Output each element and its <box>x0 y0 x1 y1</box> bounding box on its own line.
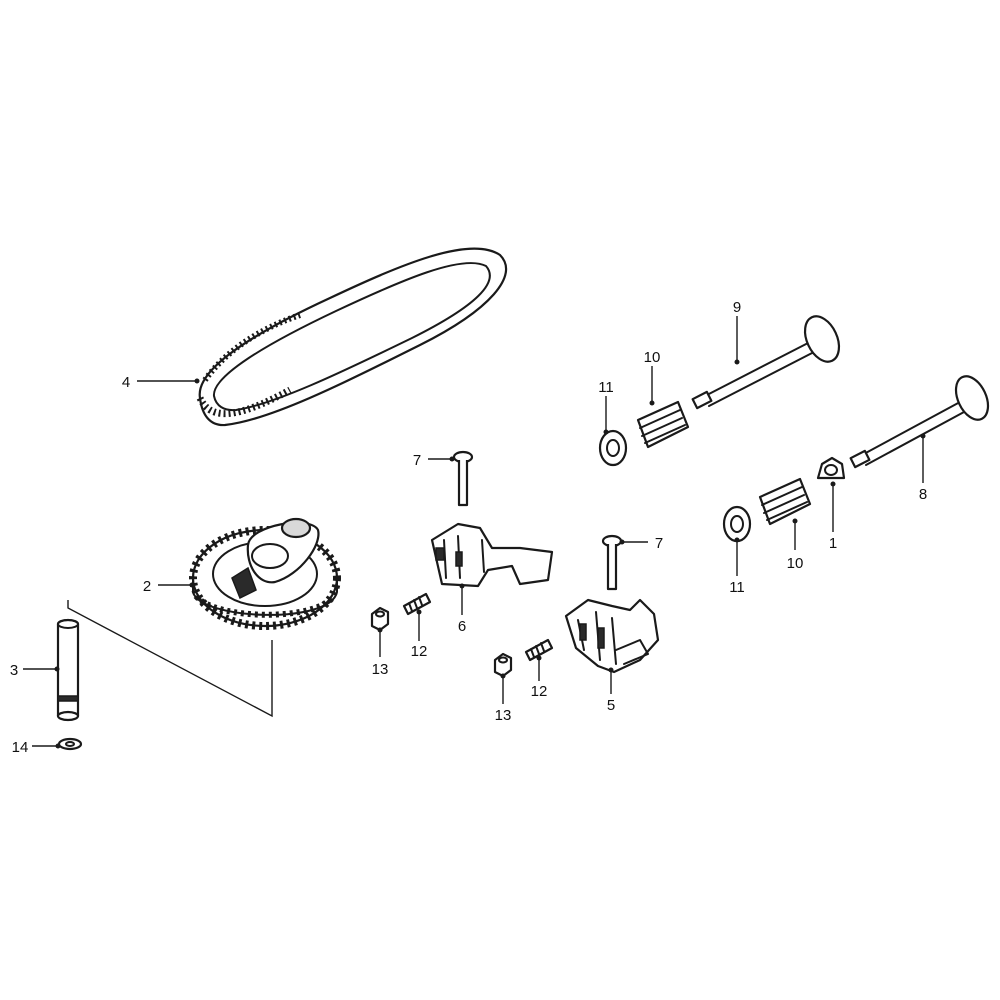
callout-3: 3 <box>10 662 18 679</box>
timing-belt <box>196 247 508 427</box>
spring-retainer-upper <box>598 429 628 467</box>
callout-12: 12 <box>531 683 548 700</box>
rocker-arm-lower <box>564 598 660 674</box>
callout-10: 10 <box>787 555 804 572</box>
callout-11: 11 <box>598 379 614 396</box>
adjusting-screw-lower <box>524 638 554 662</box>
callout-13: 13 <box>495 707 512 724</box>
callout-8: 8 <box>919 486 927 503</box>
leader-lines <box>23 316 924 747</box>
camshaft-pulley <box>189 517 341 630</box>
rocker-pivot-lower <box>601 534 623 591</box>
valve-spring-upper <box>636 400 690 449</box>
callout-12: 12 <box>411 643 428 660</box>
camshaft-pin <box>56 618 80 722</box>
valve-lower <box>849 375 990 469</box>
washer <box>57 737 83 751</box>
callout-4: 4 <box>122 374 130 391</box>
lock-nut-lower <box>493 652 513 678</box>
callout-6: 6 <box>458 618 466 635</box>
callout-1: 1 <box>829 535 837 552</box>
rocker-pivot-upper <box>452 450 474 507</box>
callout-9: 9 <box>733 299 741 316</box>
callout-10: 10 <box>644 349 661 366</box>
assembly-bracket-line <box>67 600 273 718</box>
valve-upper <box>691 315 841 410</box>
callout-5: 5 <box>607 697 615 714</box>
adjusting-screw-upper <box>402 592 432 616</box>
lock-nut-upper <box>370 606 390 632</box>
callout-labels: 4 9 10 11 7 8 7 1 10 11 2 3 6 12 13 12 1… <box>10 299 927 756</box>
valve-stem-seal <box>816 456 846 480</box>
valve-spring-lower <box>758 477 812 526</box>
callout-11: 11 <box>729 579 745 596</box>
callout-7: 7 <box>413 452 421 469</box>
leader-dots <box>54 359 926 749</box>
callout-14: 14 <box>12 739 29 756</box>
callout-13: 13 <box>372 661 389 678</box>
rocker-arm-upper <box>430 522 554 588</box>
callout-7: 7 <box>655 535 663 552</box>
callout-2: 2 <box>143 578 151 595</box>
spring-retainer-lower <box>722 505 752 543</box>
